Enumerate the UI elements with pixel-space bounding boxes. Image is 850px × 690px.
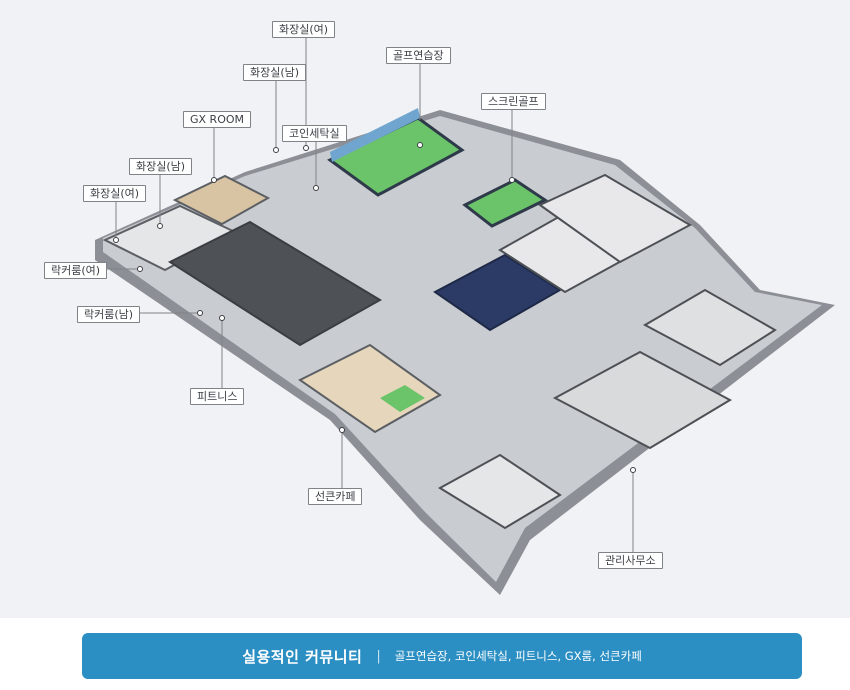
banner-description: 골프연습장, 코인세탁실, 피트니스, GX룸, 선큰카페 xyxy=(394,649,642,663)
office-floor xyxy=(552,350,733,450)
community-banner: 실용적인 커뮤니티 | 골프연습장, 코인세탁실, 피트니스, GX룸, 선큰카… xyxy=(82,633,802,679)
screen-golf-turf xyxy=(462,178,549,228)
label-golf-practice: 골프연습장 xyxy=(386,47,451,64)
lounge-dark-block xyxy=(433,253,562,332)
label-women-restroom-top: 화장실(여) xyxy=(272,21,336,38)
banner-separator: | xyxy=(376,648,381,664)
storage-room xyxy=(642,288,777,367)
label-gx-room: GX ROOM xyxy=(183,111,252,128)
isometric-floor-plan xyxy=(95,36,835,595)
office-lower-rooms xyxy=(438,453,562,530)
label-coin-laundry: 코인세탁실 xyxy=(282,125,347,142)
label-sunken-cafe: 선큰카페 xyxy=(308,488,363,505)
gx-room-floor xyxy=(172,174,271,226)
fitness-floor xyxy=(167,220,382,347)
upper-right-rooms xyxy=(538,173,693,264)
label-management-office: 관리사무소 xyxy=(598,552,663,569)
callout-dots xyxy=(113,142,636,473)
label-men-restroom-top: 화장실(남) xyxy=(243,64,307,81)
label-women-restroom-left: 화장실(여) xyxy=(83,185,147,202)
banner-title: 실용적인 커뮤니티 xyxy=(242,647,363,666)
label-screen-golf: 스크린골프 xyxy=(481,93,546,110)
floor-plan-stage: 화장실(여) 화장실(남) 골프연습장 스크린골프 GX ROOM 코인세탁실 … xyxy=(0,0,850,618)
label-women-locker: 락커룸(여) xyxy=(44,262,108,279)
sunken-cafe-deck xyxy=(298,343,442,434)
golf-practice-screen xyxy=(330,108,420,162)
label-men-locker: 락커룸(남) xyxy=(77,306,141,323)
cafe-garden xyxy=(380,385,425,412)
label-fitness: 피트니스 xyxy=(190,388,245,405)
label-men-restroom-left: 화장실(남) xyxy=(129,158,193,175)
